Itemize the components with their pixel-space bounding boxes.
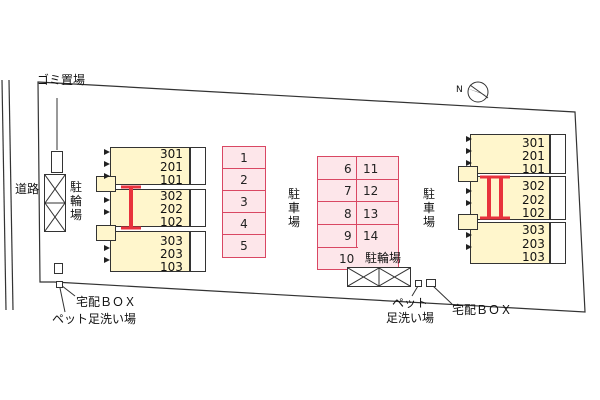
building-i-balcony-1 (190, 147, 206, 185)
parking-slot-divider (223, 234, 265, 235)
bike-parking-left-x (44, 174, 66, 232)
unit-ii-302: 302 (522, 179, 545, 193)
building-ii-balcony-2 (550, 176, 566, 220)
delivery-box-left (54, 263, 63, 274)
bike-parking-bottom (347, 267, 411, 287)
building-ii-roman-numeral (480, 175, 510, 220)
parking-slot-1: 1 (240, 150, 248, 165)
unit-i-302: 302 (160, 189, 183, 203)
unit-i-102: 102 (160, 215, 183, 229)
parking-slot-6: 6 (344, 162, 352, 176)
parking-slot-2: 2 (240, 172, 248, 187)
unit-i-202: 202 (160, 202, 183, 216)
pet-wash-left (56, 281, 63, 288)
building-ii-corridor-1 (458, 166, 478, 182)
unit-ii-303: 303 (522, 223, 545, 237)
parking-slot-divider (223, 190, 265, 191)
delivery-box-right (426, 279, 436, 287)
garbage-station (51, 151, 63, 173)
bike-parking-bottom-x (347, 267, 411, 287)
unit-ii-101: 101 (522, 162, 545, 176)
road-lines (1, 79, 14, 311)
parking-slot-13: 13 (363, 207, 379, 221)
parking-slot-divider (223, 212, 265, 213)
parking-slot-10: 10 (339, 252, 355, 266)
unit-i-301: 301 (160, 147, 183, 161)
parking-slot-8: 8 (344, 207, 352, 221)
parking-right-label: 駐車場 (422, 187, 435, 229)
unit-ii-301: 301 (522, 136, 545, 150)
bike-parking-left (44, 174, 66, 232)
building-ii-balcony-3 (550, 222, 566, 264)
pet-wash-left-label: ペット足洗い場 (52, 312, 137, 326)
unit-ii-103: 103 (522, 250, 545, 264)
building-i-block-3 (110, 231, 190, 272)
unit-ii-102: 102 (522, 206, 545, 220)
parking-slot-7: 7 (344, 184, 352, 198)
unit-i-103: 103 (160, 260, 183, 274)
parking-slot-divider (223, 168, 265, 169)
pet-wash-right-label-1: ペット (392, 296, 429, 310)
parking-area-middle: 6 7 8 9 10 11 12 13 14 (317, 156, 399, 270)
compass-label: N (456, 85, 463, 95)
pet-wash-right (415, 280, 422, 287)
road (0, 0, 30, 400)
building-i-corridor-2 (96, 225, 116, 241)
unit-ii-202: 202 (522, 193, 545, 207)
unit-i-303: 303 (160, 234, 183, 248)
unit-ii-203: 203 (522, 237, 545, 251)
parking-slot-3: 3 (240, 194, 248, 209)
parking-slot-9: 9 (344, 229, 352, 243)
building-i-balcony-3 (190, 231, 206, 272)
building-ii-corridor-2 (458, 214, 478, 230)
unit-i-101: 101 (160, 173, 183, 187)
parking-slot-12: 12 (363, 184, 379, 198)
building-i-balcony-2 (190, 189, 206, 227)
building-ii-block-1 (470, 134, 550, 174)
unit-ii-201: 201 (522, 149, 545, 163)
building-ii-entrances (466, 136, 472, 250)
parking-middle-col-divider (356, 157, 357, 247)
building-i-roman-numeral (121, 185, 141, 230)
parking-area-left: 1 2 3 4 5 (222, 146, 266, 258)
bike-parking-bottom-label: 駐輪場 (365, 251, 402, 265)
parking-slot-11: 11 (363, 162, 379, 176)
building-ii-balcony-1 (550, 134, 566, 174)
parking-slot-5: 5 (240, 239, 248, 253)
garbage-label: ゴミ置場 (37, 73, 86, 87)
parking-center-label: 駐車場 (287, 187, 300, 229)
parking-slot-divider (318, 224, 398, 225)
building-i-block-1 (110, 147, 190, 185)
parking-slot-divider (318, 179, 398, 180)
parking-slot-14: 14 (363, 229, 379, 243)
building-i-block-2 (110, 189, 190, 227)
delivery-box-right-label: 宅配ＢＯＸ (452, 303, 513, 317)
unit-i-201: 201 (160, 160, 183, 174)
pet-wash-right-label-2: 足洗い場 (386, 311, 435, 325)
unit-i-203: 203 (160, 247, 183, 261)
bike-parking-left-label: 駐輪場 (69, 180, 82, 222)
parking-slot-divider (318, 247, 358, 248)
building-i-entrances (104, 149, 110, 263)
delivery-box-left-label: 宅配ＢＯＸ (76, 295, 137, 309)
parking-slot-4: 4 (240, 216, 248, 231)
building-ii-block-3 (470, 222, 550, 264)
parking-slot-divider (318, 201, 398, 202)
road-label: 道路 (14, 182, 39, 196)
